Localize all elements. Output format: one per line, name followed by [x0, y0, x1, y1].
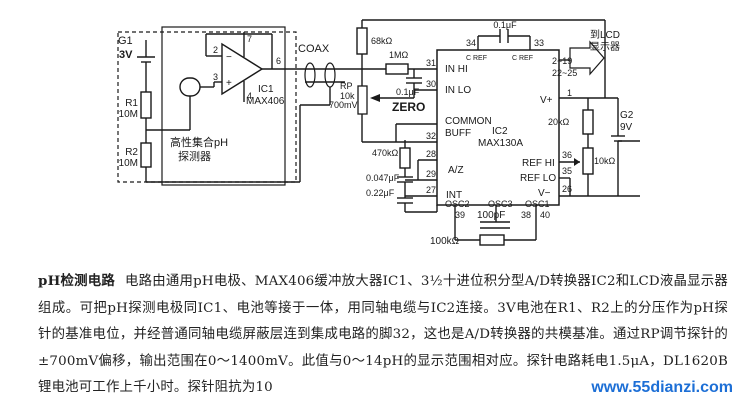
r20k-label: 20kΩ: [548, 117, 570, 127]
c100p-label: 100pF: [477, 210, 505, 221]
osc3-label: OSC3: [488, 199, 513, 209]
ic2-pin30: 30: [426, 79, 436, 89]
r1-label: R1: [125, 98, 138, 109]
caption-title: pH检测电路: [38, 273, 115, 289]
r-10k: [582, 147, 594, 175]
ic2-pin31: 31: [426, 58, 436, 68]
c022-label: 0.22μF: [366, 188, 395, 198]
g1-voltage: 3V: [119, 49, 133, 61]
ic1-pin4: 4: [247, 91, 252, 101]
coax-shield-left: [304, 62, 316, 88]
c01u-label: 0.1μF: [396, 87, 420, 97]
r-470k: [399, 147, 411, 169]
ref-lo-label: REF LO: [520, 173, 556, 184]
r2-value: 10M: [119, 158, 138, 169]
ph-probe-icon: [179, 77, 201, 97]
r2-label: R2: [125, 147, 138, 158]
caption: pH检测电路电路由通用pH电极、MAX406缓冲放大器IC1、3½十进位积分型A…: [38, 268, 728, 402]
schematic: G1 3V R1 10M R2 10M 高性集合pH 探测器 − + 2 3 4…: [117, 19, 640, 247]
rp-range: 700mV: [329, 100, 358, 110]
in-hi-label: IN HI: [445, 64, 468, 75]
ic1-pin7: 7: [247, 34, 252, 44]
ic2-pin1: 1: [567, 88, 572, 98]
ic2-pin32: 32: [426, 131, 436, 141]
r1m-label: 1MΩ: [389, 50, 409, 60]
r1: [140, 91, 152, 119]
ic2-label: IC2: [492, 126, 508, 137]
v-minus-label: V−: [538, 188, 551, 199]
watermark: www.55dianzi.com: [591, 379, 733, 396]
ic2-pin29: 29: [426, 169, 436, 179]
r-100k: [479, 234, 505, 246]
ic2-pin33: 33: [534, 38, 544, 48]
cref-left: C REF: [466, 55, 487, 62]
ref-hi-label: REF HI: [522, 158, 555, 169]
g1-label: G1: [118, 35, 133, 47]
r-68k: [356, 27, 368, 55]
c047-label: 0.047μF: [366, 173, 400, 183]
cref-right: C REF: [512, 55, 533, 62]
r68k-label: 68kΩ: [371, 36, 393, 46]
bus-pins-2: 22~25: [552, 68, 577, 78]
rp-potentiometer: [357, 85, 368, 115]
buff-label: BUFF: [445, 128, 471, 139]
ic2-chip: [436, 49, 560, 206]
probe-label-2: 探测器: [178, 150, 211, 163]
rp-value: 10k: [340, 91, 355, 101]
svg-text:−: −: [226, 52, 232, 63]
ic2-pin36: 36: [562, 150, 572, 160]
ic2-pin28: 28: [426, 149, 436, 159]
probe-label-1: 高性集合pH: [170, 135, 228, 149]
az-label: A/Z: [448, 165, 464, 176]
svg-text:+: +: [226, 78, 232, 89]
r1-value: 10M: [119, 109, 138, 120]
ic1-pin6: 6: [276, 56, 281, 66]
ic2-pin38: 38: [521, 210, 531, 220]
probe-housing: [161, 26, 286, 186]
ic1-opamp: [221, 42, 264, 96]
bus-pins-1: 2~19: [552, 56, 572, 66]
in-lo-label: IN LO: [445, 85, 471, 96]
ic1-part: MAX406: [246, 96, 285, 107]
r-1m: [385, 63, 409, 75]
r100k-label: 100kΩ: [430, 236, 460, 247]
ic2-pin26: 26: [562, 184, 572, 194]
caption-body: 电路由通用pH电极、MAX406缓冲放大器IC1、3½十进位积分型A/D转换器I…: [38, 274, 728, 395]
ic2-pin35: 35: [562, 166, 572, 176]
coax-shield-right: [324, 62, 336, 88]
ic2-pin34: 34: [466, 38, 476, 48]
zero-label: ZERO: [392, 100, 425, 114]
int-label: INT: [446, 190, 462, 201]
ic1-pin2: 2: [213, 45, 218, 55]
r470k-label: 470kΩ: [372, 148, 399, 158]
ic1-pin3: 3: [213, 72, 218, 82]
g2-label: G2: [620, 110, 634, 121]
ic2-pin40: 40: [540, 210, 550, 220]
ic2-pin39: 39: [455, 210, 465, 220]
rp-label: RP: [340, 81, 353, 91]
lcd-bus-arrow: [569, 40, 605, 76]
common-label: COMMON: [445, 116, 492, 127]
coax-label: COAX: [298, 43, 330, 55]
osc1-label: OSC1: [525, 199, 550, 209]
ic2-part: MAX130A: [478, 138, 523, 149]
osc2-label: OSC2: [445, 199, 470, 209]
ic2-pin27: 27: [426, 185, 436, 195]
g2-voltage: 9V: [620, 122, 633, 133]
r10k-label: 10kΩ: [594, 156, 616, 166]
c01u-top-label: 0.1μF: [493, 20, 517, 30]
r2: [140, 142, 152, 168]
v-plus-label: V+: [540, 95, 553, 106]
ic1-label: IC1: [258, 84, 274, 95]
r-20k: [582, 109, 594, 135]
